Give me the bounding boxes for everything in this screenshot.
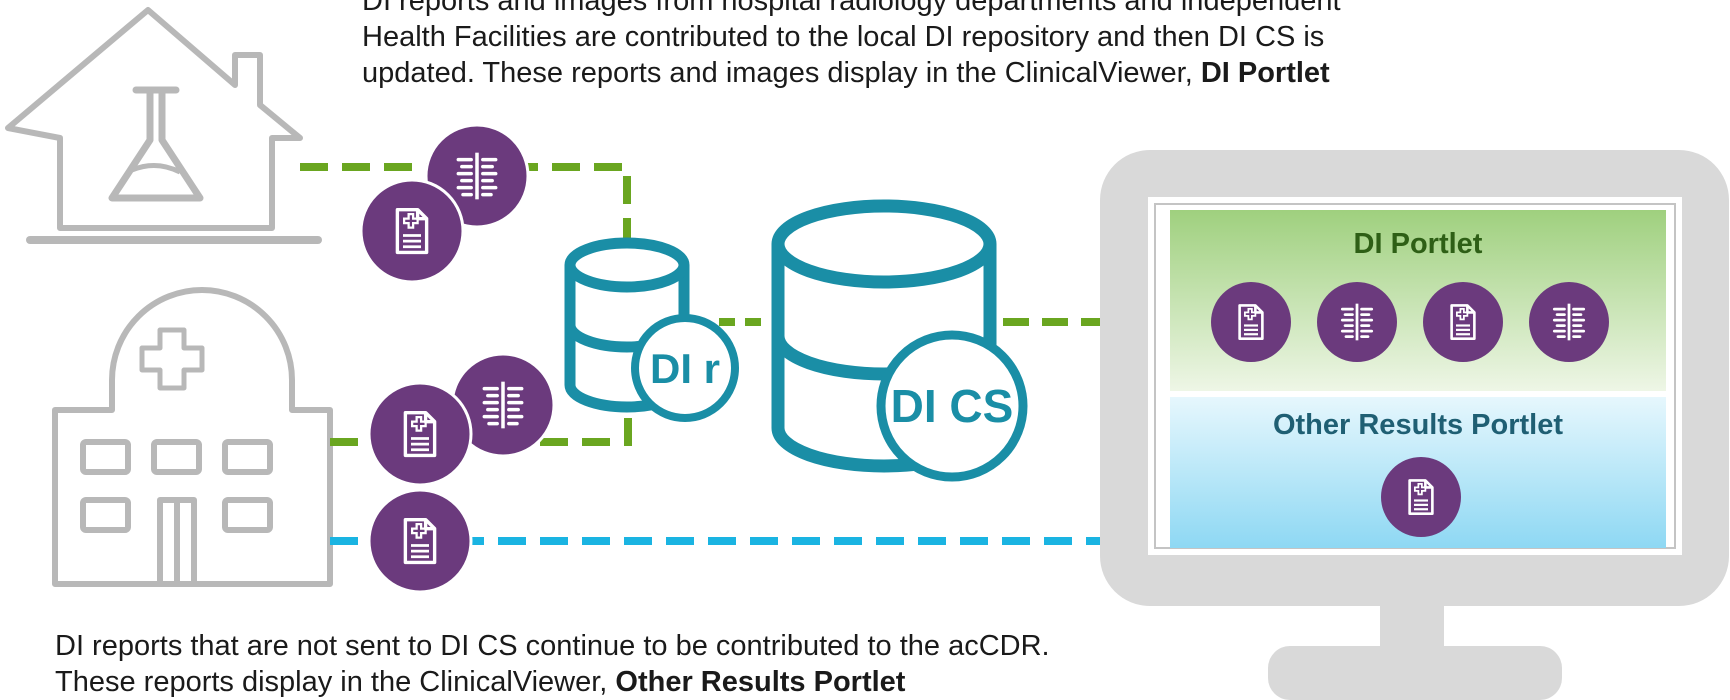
- other-results-portlet-reference: Other Results Portlet: [615, 666, 906, 698]
- di-r-label: DI r: [650, 345, 720, 392]
- other-portlet-title: Other Results Portlet: [1273, 409, 1563, 441]
- di-cs-label: DI CS: [891, 380, 1014, 432]
- portlet-report-icon: [1211, 282, 1291, 362]
- di-portlet-title: DI Portlet: [1354, 228, 1483, 260]
- portlet-report-icon: [1381, 457, 1461, 537]
- portlet-image-icon: [1317, 282, 1397, 362]
- local-di-repository: DI r: [564, 237, 739, 422]
- top-caption: DI reports and images from hospital radi…: [362, 0, 1341, 91]
- facility-to-dir-connector: [300, 163, 631, 238]
- repository-badge: [631, 314, 739, 422]
- hospital-building-icon: [52, 287, 333, 587]
- top-caption-line: Health Facilities are contributed to the…: [362, 21, 1325, 53]
- facility-report-icon: [359, 178, 465, 284]
- clinical-viewer-monitor: DI Portlet Other Results Portlet: [1100, 150, 1729, 700]
- caption-text: These reports display in the ClinicalVie…: [55, 666, 616, 698]
- top-caption-line: updated. These reports and images displa…: [362, 55, 1341, 91]
- di-portlet: DI Portlet: [1170, 210, 1666, 391]
- bottom-caption-line: DI reports that are not sent to DI CS co…: [55, 630, 1050, 662]
- portlet-image-icon: [1529, 282, 1609, 362]
- repository-badge: [876, 330, 1028, 482]
- lab-house-icon: [5, 7, 322, 244]
- top-caption-line: DI reports and images from hospital radi…: [362, 0, 1341, 17]
- other-results-portlet: Other Results Portlet: [1170, 397, 1666, 548]
- caption-text: updated. These reports and images displa…: [362, 57, 1201, 89]
- bottom-caption-line: These reports display in the ClinicalVie…: [55, 664, 1050, 700]
- hospital-report-icon: [367, 381, 473, 487]
- portlet-report-icon: [1423, 282, 1503, 362]
- bottom-caption: DI reports that are not sent to DI CS co…: [55, 628, 1050, 700]
- monitor-stand: [1268, 646, 1562, 700]
- di-portlet-reference: DI Portlet: [1200, 57, 1330, 89]
- hospital-direct-report-icon: [367, 488, 473, 594]
- central-di-cs-repository: DI CS: [771, 199, 1028, 482]
